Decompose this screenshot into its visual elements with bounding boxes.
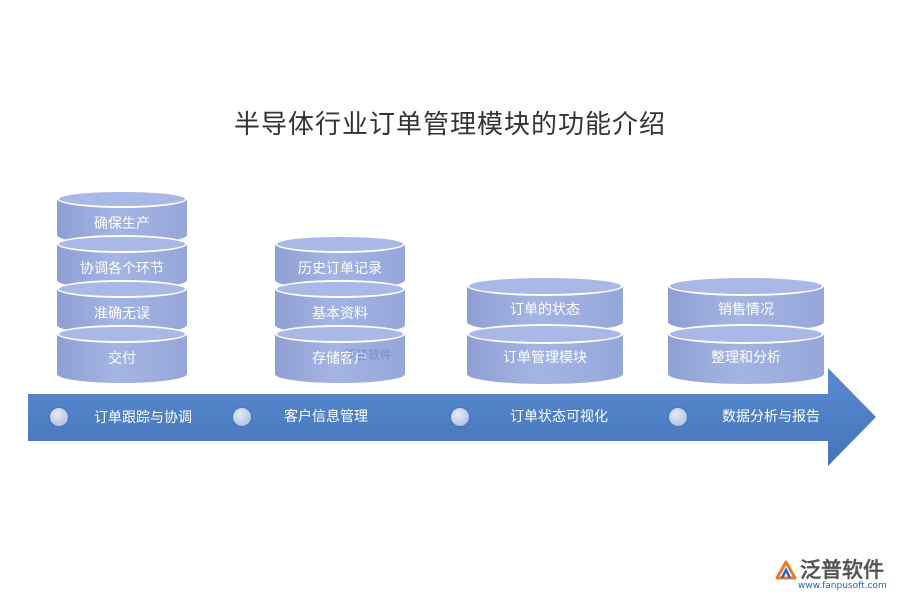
- watermark-logo: 泛普软件: [344, 348, 393, 362]
- cylinder-disk: 订单管理模块: [467, 324, 623, 384]
- cylinder-disk: 整理和分析: [668, 324, 824, 384]
- cylinder-label: 订单的状态: [510, 302, 580, 318]
- cylinder-label: 确保生产: [94, 216, 150, 232]
- cylinder-label: 存储客户: [312, 351, 368, 367]
- timeline-node-label-3: 订单状态可视化: [510, 409, 608, 425]
- timeline-node-dot-4: [669, 408, 687, 426]
- timeline-node-label-4: 数据分析与报告: [722, 409, 820, 425]
- cylinder-disk: 历史订单记录: [275, 235, 405, 289]
- cylinder-label: 基本资料: [312, 306, 368, 322]
- cylinder-disk: 基本资料: [275, 280, 405, 334]
- brand-name: 泛普软件: [800, 558, 884, 582]
- cylinder-label: 历史订单记录: [298, 261, 382, 277]
- timeline-node-label-2: 客户信息管理: [284, 409, 368, 425]
- cylinder-label: 准确无误: [94, 306, 150, 322]
- cylinder-label: 整理和分析: [711, 350, 781, 366]
- brand-logo-icon: [775, 560, 797, 580]
- cylinder-label: 交付: [108, 351, 136, 367]
- timeline-node-label-1: 订单跟踪与协调: [94, 410, 192, 426]
- timeline-node-dot-3: [451, 408, 469, 426]
- cylinder-disk: 订单的状态: [467, 276, 623, 332]
- cylinder-disk: 交付: [57, 325, 187, 383]
- cylinder-label: 协调各个环节: [80, 261, 164, 277]
- brand-url: www.fanpusoft.com: [798, 581, 887, 591]
- cylinder-label: 订单管理模块: [503, 350, 587, 366]
- page-title: 半导体行业订单管理模块的功能介绍: [233, 110, 666, 140]
- cylinder-label: 销售情况: [718, 302, 774, 318]
- timeline-node-dot-1: [50, 408, 68, 426]
- timeline-node-dot-2: [233, 408, 251, 426]
